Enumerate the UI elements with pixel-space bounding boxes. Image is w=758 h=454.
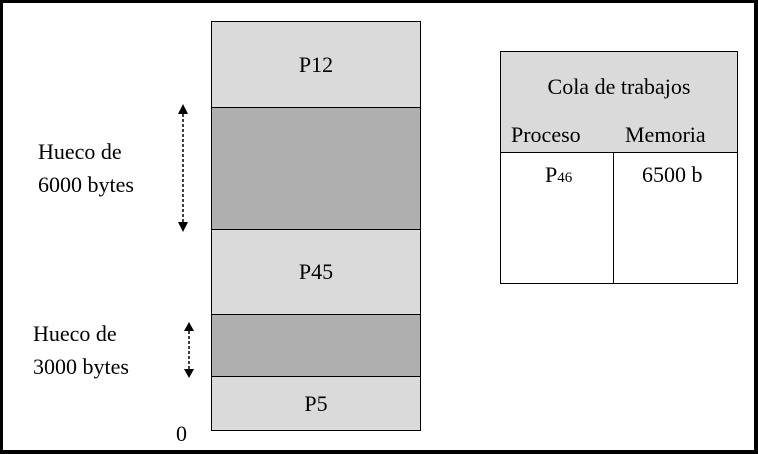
hole-label-line: Hueco de — [33, 321, 117, 346]
column-divider — [613, 153, 614, 284]
double-arrow-icon — [178, 104, 188, 232]
double-arrow-icon — [184, 322, 194, 378]
table-cell-process: P46 — [545, 162, 572, 188]
memory-hole-6000 — [211, 107, 421, 230]
block-label: P12 — [298, 51, 334, 77]
hole-label-line: 6000 bytes — [38, 172, 134, 197]
memory-block-p45: P45 — [211, 229, 421, 315]
job-queue-header: Cola de trabajos Proceso Memoria — [501, 52, 737, 153]
block-label: P5 — [304, 390, 328, 416]
block-label: P45 — [298, 259, 334, 284]
process-name: P — [545, 162, 558, 187]
memory-block-p12: P12 — [211, 21, 421, 108]
memory-origin-label: 0 — [176, 421, 187, 446]
hole-label-line: 3000 bytes — [33, 354, 129, 379]
column-header-process: Proceso — [511, 122, 581, 147]
job-queue-table: Cola de trabajos Proceso Memoria P46 650… — [500, 51, 738, 284]
table-cell-memory: 6500 b — [642, 162, 703, 187]
hole-label-6000: Hueco de 6000 bytes — [38, 135, 134, 201]
memory-hole-3000 — [211, 314, 421, 377]
column-header-memory: Memoria — [625, 122, 706, 147]
memory-block-p5: P5 — [211, 376, 421, 431]
job-queue-title: Cola de trabajos — [547, 74, 691, 99]
hole-label-line: Hueco de — [38, 139, 122, 164]
hole-label-3000: Hueco de 3000 bytes — [33, 317, 129, 383]
process-subscript: 46 — [557, 170, 573, 186]
